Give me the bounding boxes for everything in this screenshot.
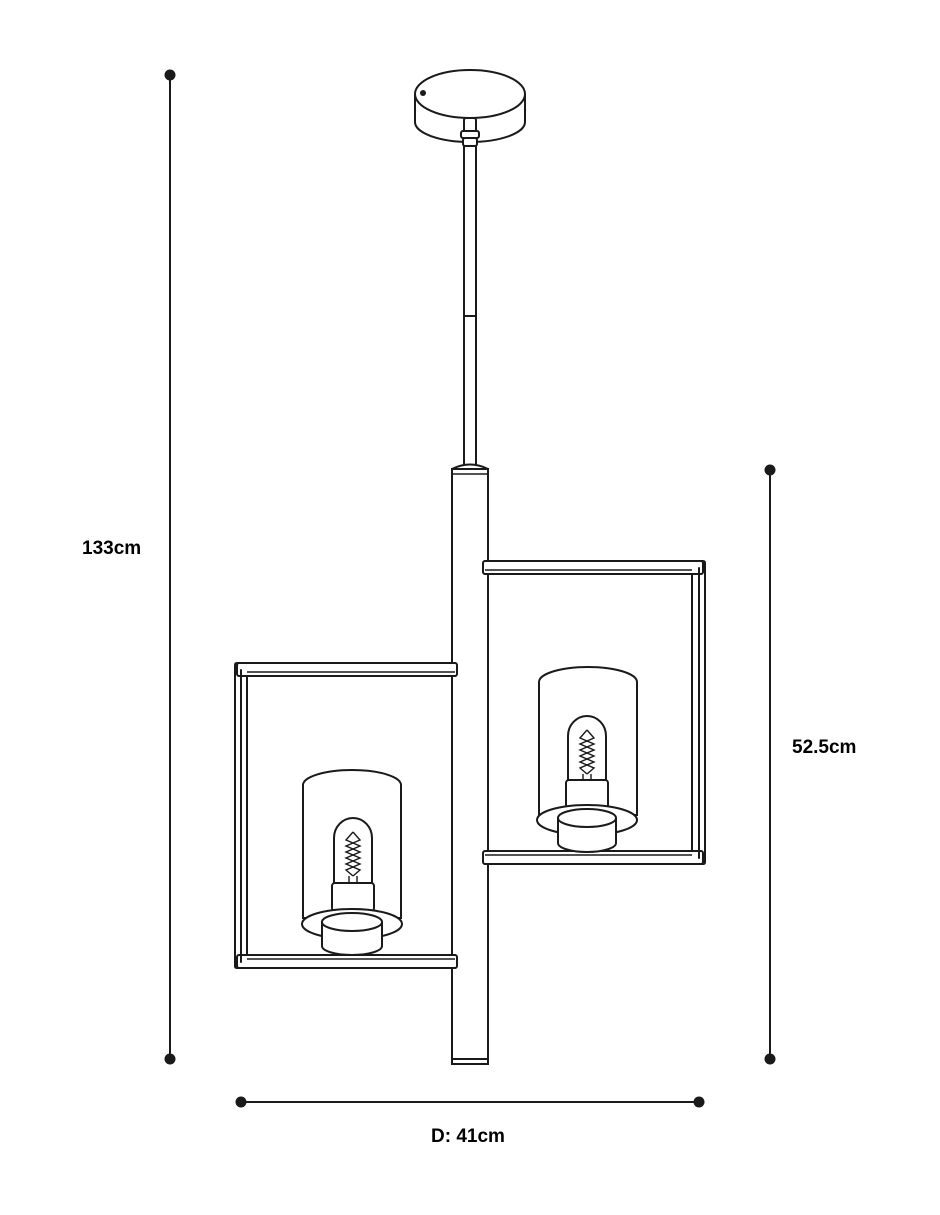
overall-height-dimension: 133cm [82,69,176,1065]
fixture-height-dimension: 52.5cm [764,464,856,1065]
right-frame [482,560,706,865]
diameter-label: D: 41cm [431,1126,505,1147]
suspension-rod [463,145,477,467]
overall-height-label: 133cm [82,538,141,559]
diameter-dimension: D: 41cm [235,1096,705,1147]
fixture-height-label: 52.5cm [792,737,856,758]
right-lamp [536,666,638,853]
canopy-connector [460,117,480,147]
central-column [451,463,489,1065]
left-frame [234,662,458,969]
left-lamp [301,769,403,956]
